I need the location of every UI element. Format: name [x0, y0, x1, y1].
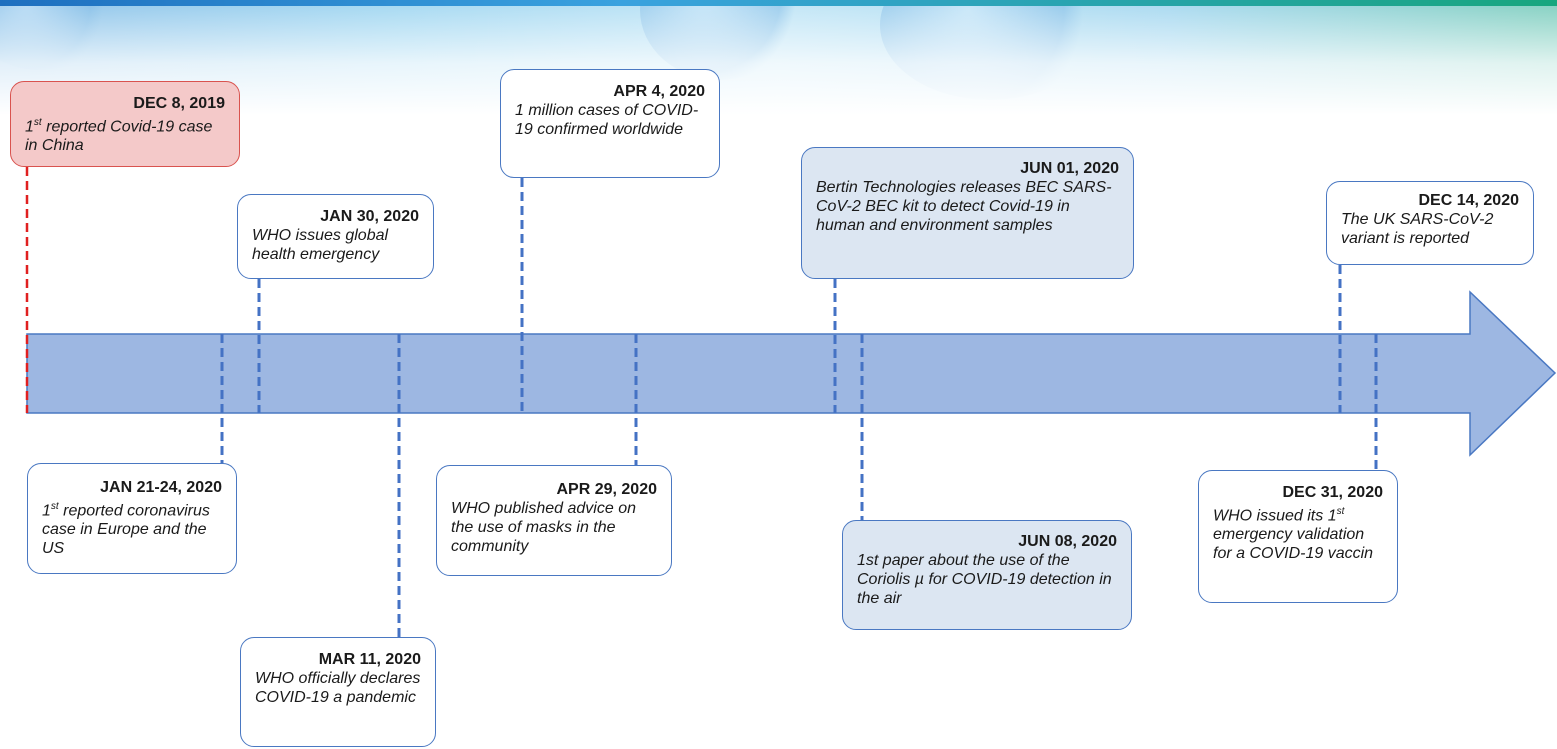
event-description: WHO officially declares COVID-19 a pande… — [255, 670, 421, 706]
event-box-jun-08-2020: JUN 08, 2020 1st paper about the use of … — [842, 520, 1132, 630]
event-description: WHO issued its 1st emergency validation … — [1213, 506, 1374, 563]
event-date: DEC 14, 2020 — [1418, 192, 1519, 209]
event-date: JUN 01, 2020 — [1020, 160, 1119, 177]
event-date: DEC 8, 2019 — [133, 95, 225, 112]
event-date: JUN 08, 2020 — [1018, 533, 1117, 550]
event-date: APR 29, 2020 — [556, 481, 657, 498]
event-description: WHO issues global health emergency — [252, 227, 389, 263]
event-description: Bertin Technologies releases BEC SARS-Co… — [816, 179, 1112, 234]
event-description: WHO published advice on the use of masks… — [451, 500, 636, 555]
event-description: The UK SARS-CoV-2 variant is reported — [1341, 211, 1494, 247]
event-box-dec-8-2019: DEC 8, 2019 1st reported Covid-19 case i… — [10, 81, 240, 167]
event-box-dec-14-2020: DEC 14, 2020 The UK SARS-CoV-2 variant i… — [1326, 181, 1534, 265]
event-date: JAN 21-24, 2020 — [100, 479, 222, 496]
event-date: DEC 31, 2020 — [1282, 484, 1383, 501]
timeline-arrow — [26, 290, 1557, 457]
event-box-dec-31-2020: DEC 31, 2020 WHO issued its 1st emergenc… — [1198, 470, 1398, 603]
event-date: APR 4, 2020 — [613, 83, 705, 100]
event-box-jan-21-24-2020: JAN 21-24, 2020 1st reported coronavirus… — [27, 463, 237, 574]
event-description: 1st reported Covid-19 case in China — [25, 117, 213, 155]
event-description: 1st paper about the use of the Coriolis … — [857, 552, 1112, 607]
banner-fade — [0, 0, 1557, 115]
event-box-jan-30-2020: JAN 30, 2020 WHO issues global health em… — [237, 194, 434, 279]
event-box-apr-4-2020: APR 4, 2020 1 million cases of COVID-19 … — [500, 69, 720, 178]
event-box-jun-01-2020: JUN 01, 2020 Bertin Technologies release… — [801, 147, 1134, 279]
event-box-mar-11-2020: MAR 11, 2020 WHO officially declares COV… — [240, 637, 436, 747]
event-date: JAN 30, 2020 — [320, 208, 419, 225]
event-date: MAR 11, 2020 — [318, 651, 421, 668]
event-box-apr-29-2020: APR 29, 2020 WHO published advice on the… — [436, 465, 672, 576]
banner-strip — [0, 0, 1557, 6]
event-description: 1st reported coronavirus case in Europe … — [42, 501, 210, 558]
event-description: 1 million cases of COVID-19 confirmed wo… — [515, 102, 699, 138]
